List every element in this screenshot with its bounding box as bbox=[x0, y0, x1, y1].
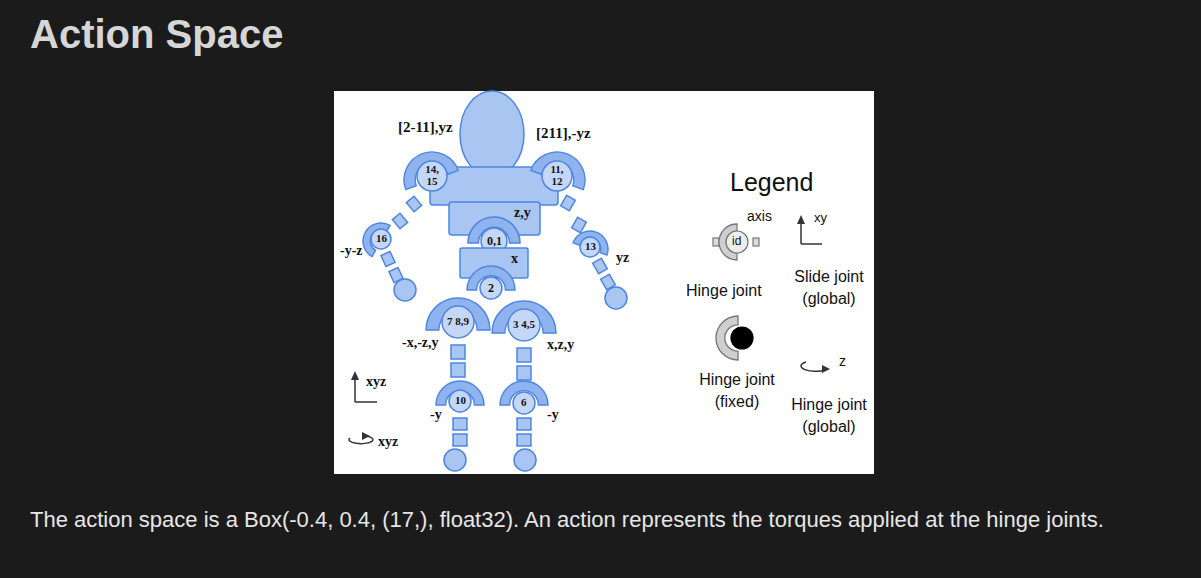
callout-number: 14, 15 bbox=[422, 164, 442, 187]
callout-number: 2 bbox=[488, 282, 494, 295]
hinge-tab bbox=[753, 238, 759, 246]
joint-id-circle bbox=[580, 237, 600, 257]
leg-segment bbox=[453, 434, 467, 446]
joint-id-circle bbox=[449, 390, 471, 412]
joint-axis-label: -y bbox=[547, 408, 559, 423]
callout-number: 3 4,5 bbox=[513, 319, 535, 331]
arm-segment bbox=[593, 258, 608, 273]
arrow-head bbox=[822, 365, 830, 373]
legend-axis-label: axis bbox=[747, 209, 772, 224]
legend-entry: Hinge joint (fixed) bbox=[687, 369, 787, 413]
joint-id-circle bbox=[480, 277, 502, 299]
legend-axis-label: z bbox=[839, 354, 846, 369]
page-title: Action Space bbox=[30, 12, 283, 57]
joint-axis-label: -y-z bbox=[340, 244, 363, 259]
joint-id-circle bbox=[371, 229, 391, 249]
joint-axis-label: x,z,y bbox=[547, 338, 574, 353]
joint-id-circle bbox=[513, 392, 535, 414]
legend-entry: Hinge joint (global) bbox=[779, 394, 879, 438]
leg-segment bbox=[453, 418, 467, 430]
arrow-head bbox=[362, 432, 370, 440]
caption-text: The action space is a Box(-0.4, 0.4, (17… bbox=[30, 502, 1185, 538]
hinge-tab bbox=[713, 238, 719, 246]
slide-axis-line bbox=[800, 222, 802, 244]
joint-axis-label: [211],-yz bbox=[536, 126, 591, 142]
axis-line bbox=[354, 378, 356, 402]
leg-segment bbox=[451, 363, 465, 377]
joint-id-circle bbox=[542, 161, 572, 191]
arm-segment bbox=[572, 217, 587, 232]
legend-heading: Legend bbox=[730, 169, 813, 197]
shoulder-joint bbox=[531, 144, 593, 189]
leg-segment bbox=[517, 366, 531, 380]
rotation-symbol bbox=[349, 436, 373, 444]
slide-axis-line bbox=[801, 243, 822, 245]
legend-entry: Slide joint (global) bbox=[782, 266, 876, 310]
leg-segment bbox=[517, 348, 531, 362]
head bbox=[460, 91, 524, 177]
joint-id-circle bbox=[508, 309, 540, 341]
foot bbox=[514, 449, 536, 471]
arrow-head bbox=[351, 371, 359, 380]
callout-number: 0,1 bbox=[487, 235, 502, 248]
legend-axis-label: xy bbox=[814, 211, 827, 225]
joint-id-circle bbox=[442, 306, 474, 338]
hinge-id-circle bbox=[726, 231, 748, 253]
joint-axis-label: -x,-z,y bbox=[402, 336, 439, 351]
callout-number: 11, 12 bbox=[547, 164, 567, 187]
hand bbox=[394, 279, 416, 301]
arm-segment bbox=[381, 251, 395, 266]
callout-number: 6 bbox=[521, 397, 527, 409]
arm-segment bbox=[406, 196, 421, 212]
joint-axis-label: -y bbox=[430, 408, 442, 423]
callout-number: 10 bbox=[455, 395, 466, 407]
callout-number: 7 8,9 bbox=[447, 316, 469, 328]
leg-segment bbox=[517, 418, 531, 430]
axis-line bbox=[355, 401, 377, 403]
legend-id-label: id bbox=[732, 235, 741, 248]
joint-id-circle bbox=[417, 161, 447, 191]
callout-number: 16 bbox=[376, 233, 387, 245]
leg-segment bbox=[451, 345, 465, 359]
axis-label: xyz bbox=[366, 375, 386, 390]
legend-entry: Hinge joint bbox=[686, 280, 796, 302]
leg-segment bbox=[517, 434, 531, 446]
joint-axis-label: z,y bbox=[514, 206, 531, 221]
shoulder-joint bbox=[396, 144, 458, 189]
arrow-head bbox=[797, 215, 805, 224]
foot bbox=[444, 449, 466, 471]
elbow-joint bbox=[573, 226, 613, 255]
hand bbox=[605, 287, 627, 309]
arm-segment bbox=[561, 195, 576, 210]
fixed-hinge-dot bbox=[731, 327, 753, 349]
joint-axis-label: x bbox=[511, 252, 518, 267]
figure-panel bbox=[334, 91, 874, 474]
callout-number: 13 bbox=[585, 241, 596, 253]
arm-segment bbox=[392, 213, 407, 229]
axis-label: xyz bbox=[378, 435, 398, 450]
joint-axis-label: yz bbox=[616, 251, 629, 266]
joint-axis-label: [2-11],yz bbox=[398, 120, 453, 136]
